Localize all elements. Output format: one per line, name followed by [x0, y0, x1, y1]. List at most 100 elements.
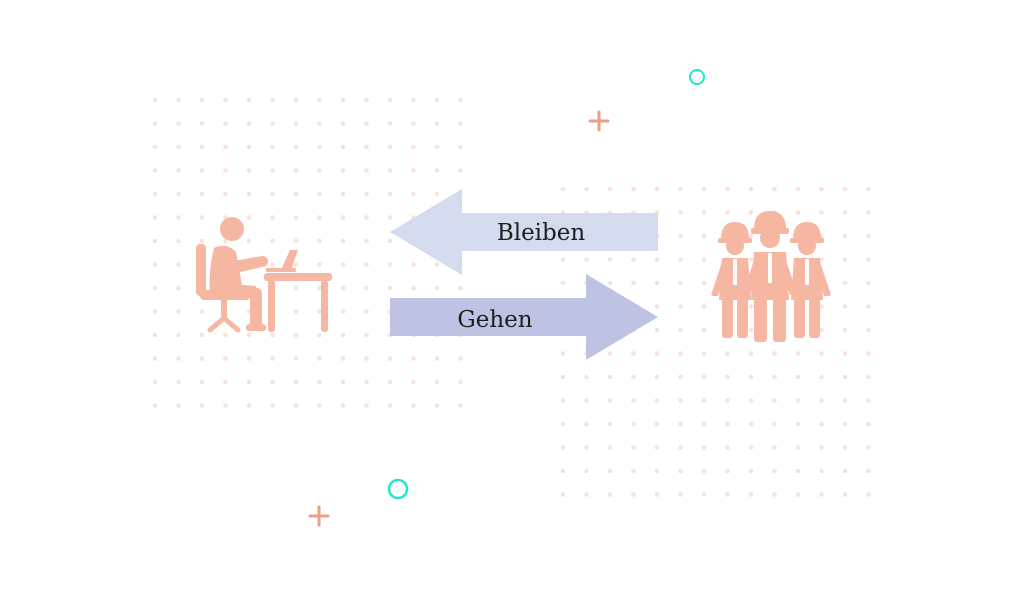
grid-dot — [654, 351, 660, 356]
grid-dot — [387, 285, 393, 291]
grid-dot — [199, 403, 205, 408]
grid-dot — [411, 144, 416, 150]
grid-dot — [152, 191, 158, 197]
grid-dot — [842, 492, 848, 497]
grid-dot — [584, 468, 589, 474]
grid-dot — [364, 238, 369, 244]
grid-dot — [701, 351, 707, 356]
grid-dot — [199, 309, 205, 314]
grid-dot — [607, 445, 613, 450]
grid-dot — [317, 144, 322, 150]
grid-dot — [317, 403, 322, 408]
grid-dot — [176, 144, 181, 150]
grid-dot — [293, 144, 299, 150]
grid-dot — [607, 351, 613, 356]
grid-dot — [176, 262, 181, 267]
grid-dot — [293, 168, 299, 173]
grid-dot — [866, 351, 871, 356]
grid-dot — [654, 257, 660, 262]
grid-dot — [748, 327, 754, 333]
grid-dot — [340, 215, 346, 220]
grid-dot — [411, 97, 416, 103]
grid-dot — [678, 468, 683, 474]
grid-dot — [293, 356, 299, 361]
grid-dot — [748, 186, 754, 192]
grid-dot — [199, 168, 205, 173]
grid-dot — [270, 121, 275, 126]
grid-dot — [654, 492, 660, 497]
grid-dot — [270, 379, 275, 385]
grid-dot — [199, 332, 205, 338]
grid-dot — [340, 144, 346, 150]
stay-arrow: Bleiben — [390, 189, 658, 275]
grid-dot — [364, 262, 369, 267]
grid-dot — [678, 233, 683, 239]
grid-dot — [795, 421, 801, 427]
grid-dot — [842, 186, 848, 192]
grid-dot — [678, 374, 683, 380]
grid-dot — [560, 351, 566, 356]
grid-dot — [434, 379, 440, 385]
grid-dot — [560, 492, 566, 497]
grid-dot — [387, 191, 393, 197]
grid-dot — [270, 168, 275, 173]
worker-right — [790, 222, 831, 338]
grid-dot — [293, 191, 299, 197]
grid-dot — [293, 97, 299, 103]
grid-dot — [270, 403, 275, 408]
grid-dot — [223, 97, 228, 103]
grid-dot — [748, 421, 754, 427]
grid-dot — [340, 379, 346, 385]
grid-dot — [560, 280, 566, 286]
grid-dot — [842, 445, 848, 450]
grid-dot — [364, 215, 369, 220]
grid-dot — [678, 398, 683, 403]
grid-dot — [842, 257, 848, 262]
grid-dot — [434, 97, 440, 103]
grid-dot — [340, 97, 346, 103]
grid-dot — [748, 374, 754, 380]
grid-dot — [866, 327, 871, 333]
grid-dot — [795, 210, 801, 215]
grid-dot — [364, 403, 369, 408]
grid-dot — [199, 356, 205, 361]
grid-dot — [866, 280, 871, 286]
grid-dot — [725, 351, 730, 356]
grid-dot — [842, 351, 848, 356]
grid-dot — [387, 168, 393, 173]
grid-dot — [434, 191, 440, 197]
grid-dot — [631, 280, 636, 286]
grid-dot — [842, 468, 848, 474]
grid-dot — [725, 445, 730, 450]
grid-dot — [293, 309, 299, 314]
grid-dot — [364, 144, 369, 150]
grid-dot — [795, 398, 801, 403]
grid-dot — [701, 304, 707, 309]
grid-dot — [152, 238, 158, 244]
grid-dot — [411, 191, 416, 197]
grid-dot — [152, 97, 158, 103]
grid-dot — [176, 215, 181, 220]
grid-dot — [364, 97, 369, 103]
grid-dot — [223, 379, 228, 385]
grid-dot — [560, 421, 566, 427]
grid-dot — [340, 285, 346, 291]
grid-dot — [223, 191, 228, 197]
grid-dot — [866, 445, 871, 450]
grid-dot — [199, 238, 205, 244]
grid-dot — [631, 468, 636, 474]
grid-dot — [317, 168, 322, 173]
grid-dot — [246, 332, 252, 338]
grid-dot — [819, 374, 824, 380]
grid-dot — [223, 121, 228, 126]
grid-dot — [340, 356, 346, 361]
grid-dot — [176, 238, 181, 244]
grid-dot — [411, 356, 416, 361]
grid-dot — [607, 492, 613, 497]
grid-dot — [819, 468, 824, 474]
grid-dot — [411, 262, 416, 267]
grid-dot — [866, 398, 871, 403]
grid-dot — [340, 168, 346, 173]
grid-dot — [607, 421, 613, 427]
grid-dot — [654, 327, 660, 333]
